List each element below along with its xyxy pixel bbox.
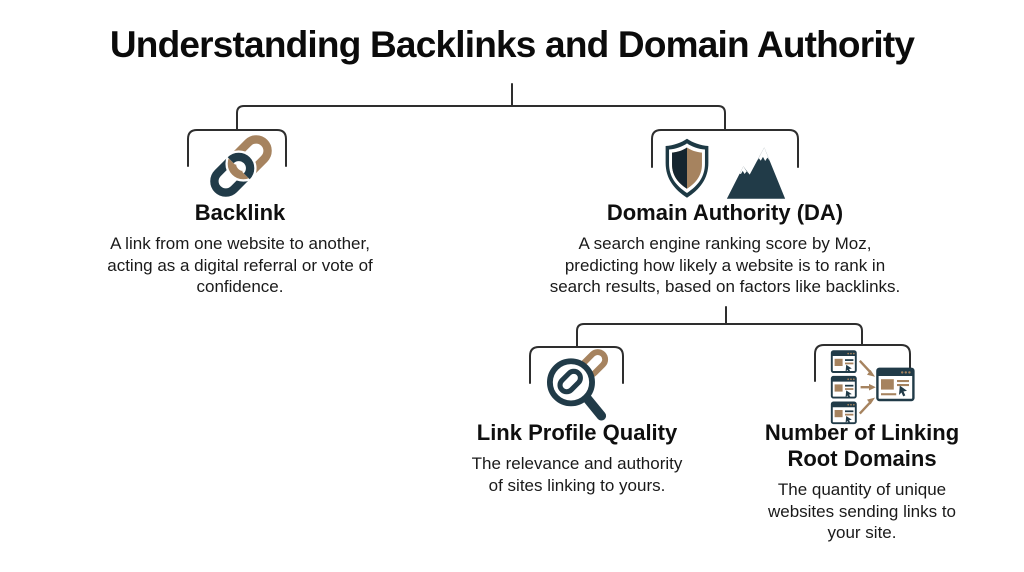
page-title: Understanding Backlinks and Domain Autho… bbox=[109, 24, 915, 65]
link-profile-quality-heading: Link Profile Quality bbox=[476, 420, 678, 445]
connector-level1 bbox=[236, 105, 726, 131]
connector-level2 bbox=[576, 323, 863, 347]
domain-authority-description: A search engine ranking score by Moz, pr… bbox=[549, 234, 901, 296]
domain-authority-heading: Domain Authority (DA) bbox=[606, 200, 844, 225]
backlink-heading: Backlink bbox=[194, 200, 286, 225]
backlink-description: A link from one website to another, acti… bbox=[107, 234, 373, 296]
chain-link-icon bbox=[210, 132, 275, 197]
node-link-profile-quality: Link Profile Quality The relevance and a… bbox=[377, 420, 777, 496]
linking-root-domains-heading: Number of Linking Root Domains bbox=[764, 420, 960, 471]
linking-domains-icon bbox=[830, 350, 915, 425]
node-backlink: Backlink A link from one website to anot… bbox=[30, 200, 450, 298]
linking-root-domains-description: The quantity of unique websites sending … bbox=[767, 480, 957, 542]
node-linking-root-domains: Number of Linking Root Domains The quant… bbox=[662, 420, 1024, 544]
link-profile-quality-description: The relevance and authority of sites lin… bbox=[471, 454, 683, 495]
shield-icon bbox=[665, 138, 709, 198]
node-domain-authority: Domain Authority (DA) A search engine ra… bbox=[515, 200, 935, 298]
mountain-icon bbox=[726, 147, 786, 199]
magnifier-link-icon bbox=[546, 349, 609, 421]
